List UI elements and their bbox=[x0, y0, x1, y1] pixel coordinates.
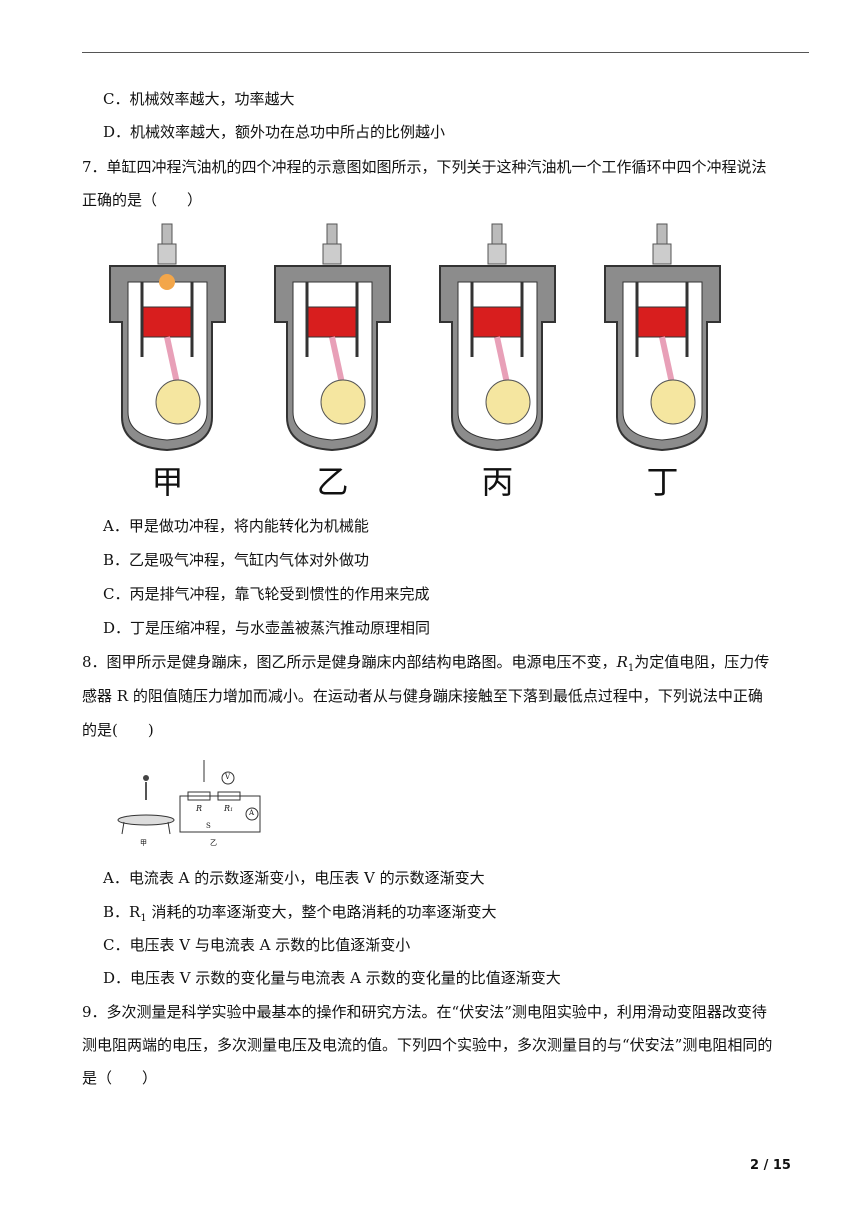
q7-option-d: D．丁是压缩冲程，与水壶盖被蒸汽推动原理相同 bbox=[103, 619, 431, 637]
q8-stem-r1-sub: 1 bbox=[627, 663, 635, 674]
q9-stem-line1: 9．多次测量是科学实验中最基本的操作和研究方法。在“伏安法”测电阻实验中，利用滑… bbox=[82, 1003, 767, 1021]
q8-stem-text-a: 8．图甲所示是健身蹦床，图乙所示是健身蹦床内部结构电路图。电源电压不变， bbox=[82, 653, 617, 671]
q7-stem-line1: 7．单缸四冲程汽油机的四个冲程的示意图如图所示，下列关于这种汽油机一个工作循环中… bbox=[82, 158, 767, 176]
engine-yi: 乙 bbox=[265, 222, 400, 512]
q7-option-a: A．甲是做功冲程，将内能转化为机械能 bbox=[103, 517, 369, 535]
q8-option-b-sub: 1 bbox=[140, 913, 147, 924]
q7-option-c: C．丙是排气冲程，靠飞轮受到惯性的作用来完成 bbox=[103, 585, 430, 603]
q6-option-c: C．机械效率越大，功率越大 bbox=[103, 90, 295, 108]
figure-label-v: V bbox=[225, 773, 231, 781]
q9-stem-line2: 测电阻两端的电压，多次测量电压及电流的值。下列四个实验中，多次测量目的与“伏安法… bbox=[82, 1036, 773, 1054]
q6-option-d: D．机械效率越大，额外功在总功中所占的比例越小 bbox=[103, 123, 446, 141]
figure-label-r: R bbox=[196, 804, 203, 813]
engine-label-jia: 甲 bbox=[151, 463, 184, 501]
trampoline-circuit-figure: 甲 乙 R R1 V A S bbox=[110, 752, 270, 852]
q8-option-c: C．电压表 V 与电流表 A 示数的比值逐渐变小 bbox=[103, 936, 411, 954]
engine-label-bing: 丙 bbox=[481, 463, 514, 501]
q9-stem-line3: 是（ ） bbox=[82, 1069, 158, 1087]
q7-option-b: B．乙是吸气冲程，气缸内气体对外做功 bbox=[103, 551, 370, 569]
header-rule bbox=[82, 52, 809, 53]
figure-label-jia: 甲 bbox=[140, 839, 147, 847]
engine-jia: 甲 bbox=[100, 222, 235, 512]
engine-label-ding: 丁 bbox=[646, 463, 679, 501]
engine-label-yi: 乙 bbox=[316, 463, 349, 501]
figure-label-yi: 乙 bbox=[210, 839, 217, 847]
figure-label-r1-sub: 1 bbox=[230, 807, 234, 813]
figure-label-s: S bbox=[206, 822, 211, 830]
q8-option-b-pre: B．R bbox=[103, 903, 141, 921]
q8-stem-text-b: 为定值电阻，压力传 bbox=[634, 653, 770, 671]
figure-label-r1: R1 bbox=[224, 804, 233, 813]
figure-label-r1-main: R bbox=[224, 804, 231, 813]
q8-stem-line1: 8．图甲所示是健身蹦床，图乙所示是健身蹦床内部结构电路图。电源电压不变，R1为定… bbox=[82, 652, 769, 679]
engine-bing: 丙 bbox=[430, 222, 565, 512]
q7-stem-line2: 正确的是（ ） bbox=[82, 191, 203, 209]
q8-option-b-post: 消耗的功率逐渐变大，整个电路消耗的功率逐渐变大 bbox=[146, 903, 497, 921]
engine-ding: 丁 bbox=[595, 222, 730, 512]
engine-strokes-figure: 甲 乙 丙 bbox=[100, 222, 721, 512]
q8-option-d: D．电压表 V 示数的变化量与电流表 A 示数的变化量的比值逐渐变大 bbox=[103, 969, 561, 987]
figure-label-a: A bbox=[249, 809, 255, 817]
q8-option-a: A．电流表 A 的示数逐渐变小，电压表 V 的示数逐渐变大 bbox=[103, 869, 485, 887]
q8-stem-r1: R bbox=[616, 653, 628, 671]
q8-stem-line2: 感器 R 的阻值随压力增加而减小。在运动者从与健身蹦床接触至下落到最低点过程中，… bbox=[82, 687, 763, 705]
q8-stem-line3: 的是( ) bbox=[82, 721, 154, 739]
page-number: 2 / 15 bbox=[750, 1158, 791, 1173]
q8-option-b: B．R1 消耗的功率逐渐变大，整个电路消耗的功率逐渐变大 bbox=[103, 902, 496, 929]
